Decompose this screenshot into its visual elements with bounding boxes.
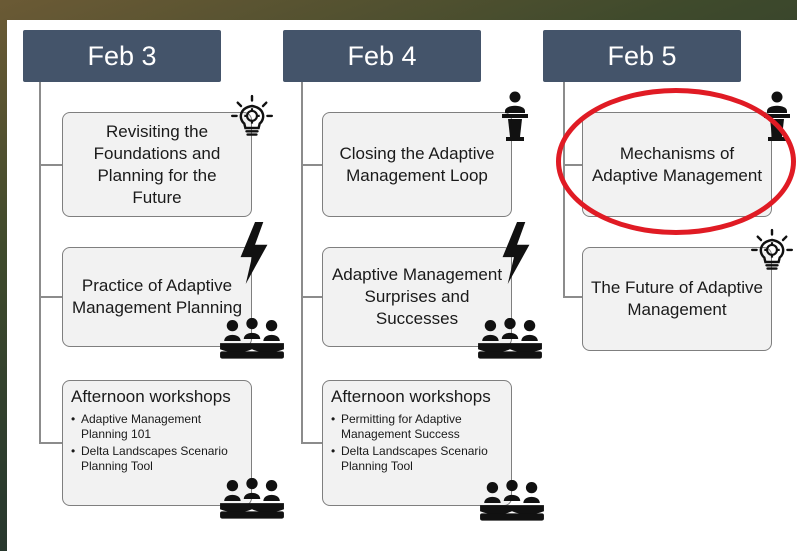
podium-speaker-icon <box>500 90 530 142</box>
workshop-item: Delta Landscapes Scenario Planning Tool <box>71 444 243 474</box>
date-header-feb5: Feb 5 <box>543 30 741 82</box>
audience-group-icon <box>218 478 286 520</box>
workshop-list: Adaptive Management Planning 101 Delta L… <box>71 412 243 474</box>
connector-line <box>39 442 62 444</box>
lightning-icon <box>238 222 270 284</box>
lightbulb-icon <box>750 222 794 280</box>
workshop-item: Permitting for Adaptive Management Succe… <box>331 412 503 442</box>
audience-group-icon <box>478 480 546 522</box>
workshop-title: Afternoon workshops <box>71 387 231 406</box>
audience-group-icon <box>218 318 286 360</box>
date-header-feb3: Feb 3 <box>23 30 221 82</box>
date-label: Feb 5 <box>607 40 677 71</box>
session-title: Revisiting the Foundations and Planning … <box>93 121 221 207</box>
connector-line <box>301 296 322 298</box>
workshop-title: Afternoon workshops <box>331 387 491 406</box>
session-card[interactable]: Practice of Adaptive Management Planning <box>62 247 252 347</box>
connector-line <box>563 296 582 298</box>
session-title: Closing the Adaptive Management Loop <box>339 143 495 185</box>
session-title: The Future of Adaptive Management <box>591 278 763 319</box>
session-card[interactable]: Adaptive Management Surprises and Succes… <box>322 247 512 347</box>
workshop-list: Permitting for Adaptive Management Succe… <box>331 412 503 474</box>
connector-line <box>39 296 62 298</box>
connector-line <box>301 164 322 166</box>
date-label: Feb 3 <box>87 40 157 71</box>
session-title: Practice of Adaptive Management Planning <box>71 276 243 317</box>
workshop-item: Adaptive Management Planning 101 <box>71 412 243 442</box>
workshop-card[interactable]: Afternoon workshops Permitting for Adapt… <box>322 380 512 506</box>
lightbulb-icon <box>230 88 274 146</box>
connector-line <box>301 442 322 444</box>
date-header-feb4: Feb 4 <box>283 30 481 82</box>
connector-line <box>39 164 62 166</box>
workshop-card[interactable]: Afternoon workshops Adaptive Management … <box>62 380 252 506</box>
highlight-circle <box>556 88 796 235</box>
date-label: Feb 4 <box>347 40 417 71</box>
session-card[interactable]: Closing the Adaptive Management Loop <box>322 112 512 217</box>
connector-line <box>301 82 303 444</box>
session-title: Adaptive Management Surprises and Succes… <box>331 265 503 328</box>
workshop-item: Delta Landscapes Scenario Planning Tool <box>331 444 503 474</box>
session-card[interactable]: The Future of Adaptive Management <box>582 247 772 351</box>
lightning-icon <box>500 222 532 284</box>
connector-line <box>39 82 41 444</box>
session-card[interactable]: Revisiting the Foundations and Planning … <box>62 112 252 217</box>
audience-group-icon <box>476 318 544 360</box>
